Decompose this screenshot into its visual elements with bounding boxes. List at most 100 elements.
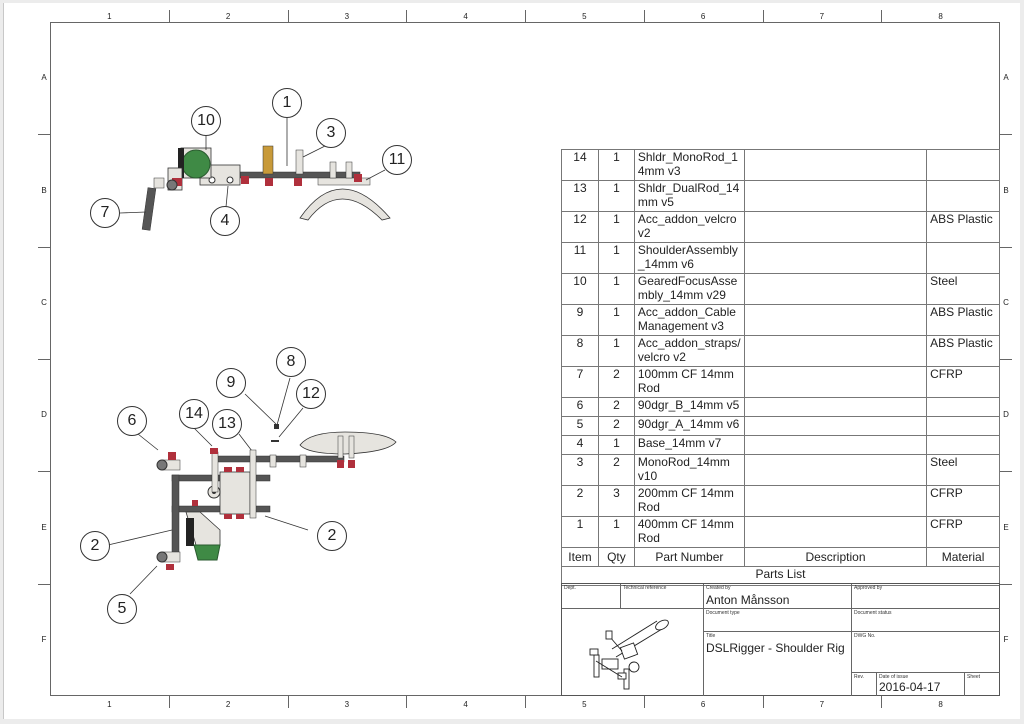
tech-ref-label: Technical reference (623, 585, 667, 591)
zone-divider-tick (287, 696, 289, 708)
zone-column-label: 1 (107, 12, 112, 21)
rod-100mm (141, 187, 157, 231)
row-description (743, 416, 928, 436)
zone-column-label: 6 (700, 700, 706, 709)
balloon-item-14: 14 (179, 399, 209, 429)
zone-row-label: B (41, 185, 47, 195)
balloon-item-2-right: 2 (317, 521, 347, 551)
sheet-cell: Sheet (965, 673, 1000, 696)
balloon-item-7: 7 (90, 198, 120, 228)
row-item: 13 (561, 180, 599, 212)
part-number-line: v10 (637, 469, 658, 483)
row-qty: 1 (597, 435, 635, 455)
part-number-line: Rod (637, 381, 660, 395)
dwg-no-label: DWG No. (854, 633, 876, 639)
part-number-line: 400mm CF 14mm (637, 517, 734, 531)
base-plate (219, 471, 251, 515)
zone-column-label: 8 (938, 12, 943, 21)
zone-row-label: A (1003, 73, 1009, 83)
row-part-number: 90dgr_A_14mm v6 (633, 416, 745, 436)
header-part-number: Part Number (633, 547, 745, 567)
zone-divider-tick (168, 696, 170, 708)
part-number-line: 100mm CF 14mm (637, 367, 734, 381)
row-item: 7 (561, 366, 599, 398)
row-qty: 1 (597, 304, 635, 336)
row-material: ABS Plastic (926, 211, 1000, 243)
row-part-number: ShoulderAssembly_14mm v6 (633, 242, 745, 274)
row-description (743, 273, 928, 305)
balloon-item-8: 8 (276, 347, 306, 377)
part-number-line: _14mm v6 (637, 257, 694, 271)
row-qty: 2 (597, 366, 635, 398)
zone-column-label: 7 (819, 12, 825, 21)
zone-divider-tick (38, 246, 50, 248)
zone-divider-tick (38, 471, 50, 473)
shoulder-pad (299, 188, 391, 221)
zone-column-label: 3 (344, 12, 350, 21)
doc-status-cell: Document status (852, 609, 1000, 632)
part-number-line: Rod (637, 500, 660, 514)
date-value: 2016-04-17 (879, 680, 941, 694)
row-description (743, 516, 928, 548)
row-part-number: Acc_addon_straps/velcro v2 (633, 335, 745, 367)
row-item: 1 (561, 516, 599, 548)
balloon-item-9: 9 (216, 368, 246, 398)
row-description (743, 435, 928, 455)
balloon-item-2-left: 2 (80, 531, 110, 561)
row-qty: 2 (597, 416, 635, 436)
zone-divider-tick (643, 10, 645, 22)
row-qty: 2 (597, 397, 635, 417)
shoulder-pad-top (299, 431, 397, 455)
balloon-item-10: 10 (191, 106, 221, 136)
part-number-line: Acc_addon_Cable (637, 305, 736, 319)
rev-label: Rev. (854, 674, 864, 680)
part-number-line: mbly_14mm v29 (637, 288, 726, 302)
zone-divider-tick (762, 696, 764, 708)
parts-list-title: Parts List (561, 566, 1000, 586)
focus-gear-top (193, 544, 221, 561)
doc-type-label: Document type (706, 610, 740, 616)
balloon-item-11: 11 (382, 145, 412, 175)
zone-divider-tick (525, 10, 526, 22)
row-description (743, 242, 928, 274)
part-number-line: ShoulderAssembly (637, 243, 738, 257)
parts-list-header-row: Item Qty Part Number Description Materia… (561, 547, 1000, 567)
zone-divider-tick (762, 10, 764, 22)
created-by-label: Created by (706, 585, 731, 591)
drawing-frame (50, 22, 1000, 696)
balloon-item-13: 13 (212, 409, 242, 439)
zone-divider-tick (1000, 134, 1012, 136)
row-item: 11 (561, 242, 599, 274)
zone-column-label: 3 (344, 700, 350, 709)
zone-divider-tick (168, 10, 170, 22)
header-item: Item (561, 547, 599, 567)
row-item: 9 (561, 304, 599, 336)
zone-row-label: F (41, 634, 47, 644)
zone-row-label: C (1003, 297, 1009, 307)
row-description (743, 335, 928, 367)
thumbnail-cell (562, 609, 704, 696)
approved-by-cell: Approved by (852, 584, 1000, 609)
row-part-number: Base_14mm v7 (633, 435, 745, 455)
row-item: 10 (561, 273, 599, 305)
top-view-assembly (156, 424, 397, 570)
row-item: 14 (561, 149, 599, 181)
part-number-line: Shldr_MonoRod_1 (637, 150, 738, 164)
row-material: Steel (926, 273, 1000, 305)
zone-divider-tick (406, 10, 408, 22)
row-material: ABS Plastic (926, 304, 1000, 336)
part-number-line: mm v5 (637, 195, 674, 209)
row-material: Steel (926, 454, 1000, 486)
zone-divider-tick (1000, 359, 1012, 360)
part-number-line: Management v3 (637, 319, 724, 333)
row-item: 4 (561, 435, 599, 455)
rod-400mm-top (213, 455, 345, 463)
